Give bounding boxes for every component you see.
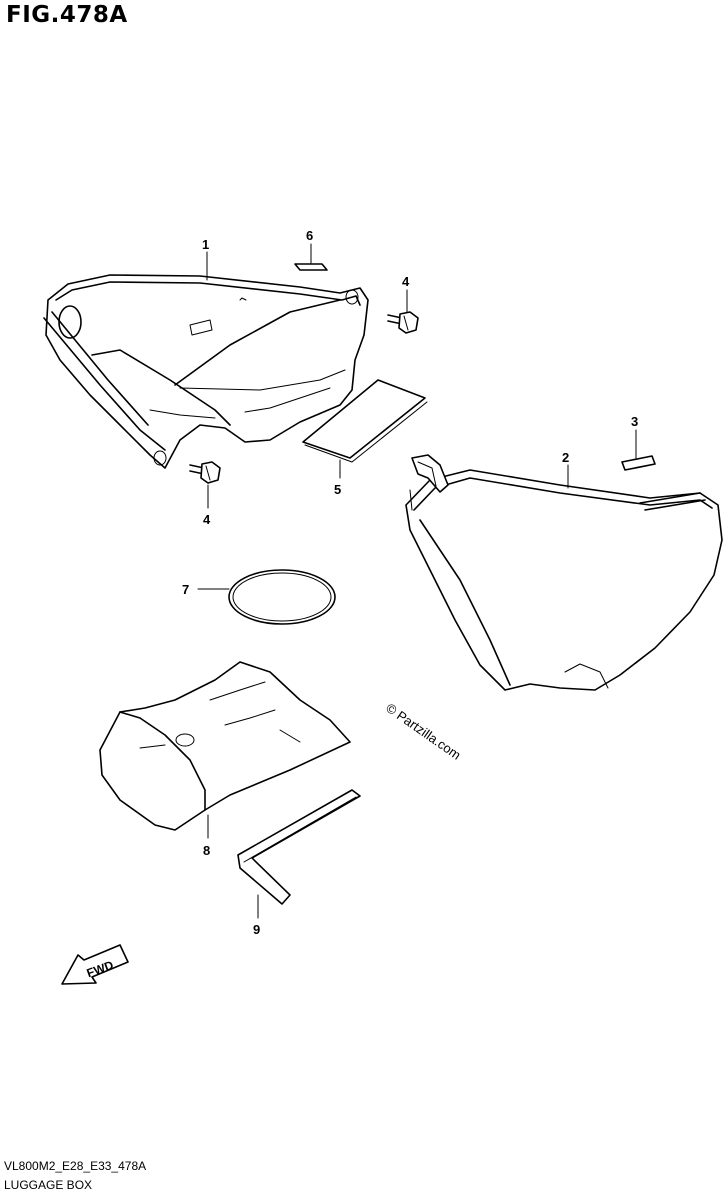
part-4-bolt-upper[interactable] bbox=[387, 311, 419, 334]
part-2-side-cover[interactable] bbox=[405, 454, 723, 691]
callout-5[interactable]: 5 bbox=[334, 482, 341, 497]
part-9-hex-wrench[interactable] bbox=[237, 789, 361, 905]
callout-7[interactable]: 7 bbox=[182, 582, 189, 597]
part-3-pad[interactable] bbox=[621, 455, 656, 471]
figure-name: LUGGAGE BOX bbox=[4, 1178, 93, 1192]
callout-9[interactable]: 9 bbox=[253, 922, 260, 937]
callout-2[interactable]: 2 bbox=[562, 450, 569, 465]
part-6-pad[interactable] bbox=[294, 263, 328, 271]
callout-4b[interactable]: 4 bbox=[203, 512, 211, 527]
fwd-arrow-icon: FWD bbox=[61, 944, 129, 985]
part-4-bolt-lower[interactable] bbox=[189, 461, 221, 484]
callout-8[interactable]: 8 bbox=[203, 843, 210, 858]
figure-title: FIG.478A bbox=[6, 2, 128, 28]
callout-3[interactable]: 3 bbox=[631, 414, 638, 429]
callout-6[interactable]: 6 bbox=[306, 228, 313, 243]
part-8-cover-bag[interactable] bbox=[99, 661, 351, 831]
callout-1[interactable]: 1 bbox=[202, 237, 209, 252]
part-5-sheet[interactable] bbox=[302, 379, 428, 463]
part-1-luggage-box[interactable] bbox=[43, 274, 369, 469]
part-7-o-ring[interactable] bbox=[228, 569, 336, 625]
callout-4a[interactable]: 4 bbox=[402, 274, 410, 289]
watermark: © Partzilla.com bbox=[383, 700, 463, 763]
figure-code: VL800M2_E28_E33_478A bbox=[4, 1159, 147, 1173]
